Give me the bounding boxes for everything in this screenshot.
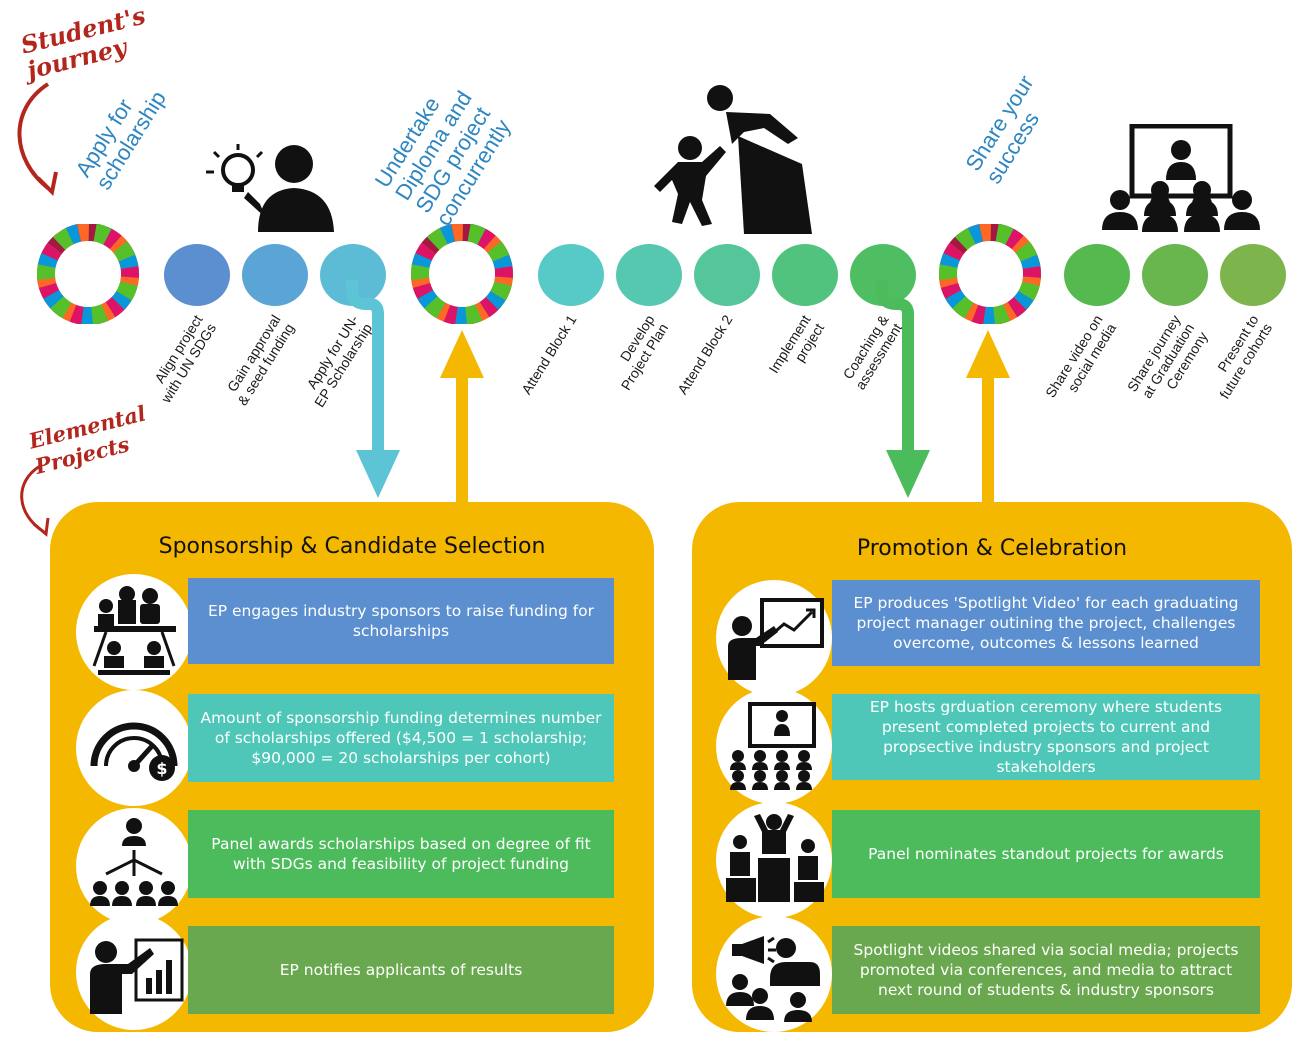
sdg-wheel-icon bbox=[411, 224, 513, 324]
step-dot bbox=[1064, 244, 1130, 306]
stage-title-share: Share your success bbox=[960, 70, 1045, 188]
arrow-up-yellow-icon bbox=[440, 330, 484, 502]
promotion-panel: Promotion & Celebration EP produces 'Spo… bbox=[692, 502, 1292, 1032]
curved-arrow-top-icon bbox=[17, 82, 58, 197]
step-dot bbox=[1220, 244, 1286, 306]
step-dot bbox=[242, 244, 308, 306]
audience-icon bbox=[716, 688, 832, 804]
step-dot bbox=[772, 244, 838, 306]
row-text: Panel nominates standout projects for aw… bbox=[868, 845, 1224, 863]
step-label: Attend Block 1 bbox=[518, 312, 580, 398]
meeting-icon bbox=[76, 574, 192, 690]
svg-text:$: $ bbox=[156, 759, 167, 778]
step-dot bbox=[538, 244, 604, 306]
idea-person-icon bbox=[206, 144, 334, 232]
sponsorship-panel: Sponsorship & Candidate Selection EP eng… bbox=[50, 502, 654, 1032]
row-box: Spotlight videos shared via social media… bbox=[832, 926, 1260, 1014]
arrow-down-green-icon bbox=[876, 280, 930, 498]
row-box: EP produces 'Spotlight Video' for each g… bbox=[832, 580, 1260, 666]
arrow-down-blue-icon bbox=[346, 280, 400, 498]
arrow-up-yellow-icon bbox=[966, 330, 1010, 502]
step-dot bbox=[694, 244, 760, 306]
row-text: Amount of sponsorship funding determines… bbox=[200, 709, 602, 767]
row-box: Panel awards scholarships based on degre… bbox=[188, 810, 614, 898]
sdg-wheel-icon bbox=[939, 224, 1041, 324]
podium-icon bbox=[716, 802, 832, 918]
row-box: Amount of sponsorship funding determines… bbox=[188, 694, 614, 782]
panel-title: Sponsorship & Candidate Selection bbox=[158, 534, 546, 559]
presenter-board-icon bbox=[716, 580, 832, 696]
sdg-wheel-icon bbox=[37, 224, 139, 324]
presentation-audience-icon bbox=[1102, 124, 1260, 232]
stage-title-undertake: Undertake Diploma and SDG project concur… bbox=[369, 86, 516, 230]
row-text: EP produces 'Spotlight Video' for each g… bbox=[853, 594, 1239, 652]
helping-climb-icon bbox=[654, 85, 812, 234]
step-dot bbox=[616, 244, 682, 306]
panel-title: Promotion & Celebration bbox=[856, 536, 1128, 561]
hierarchy-icon bbox=[76, 808, 192, 924]
row-box: EP engages industry sponsors to raise fu… bbox=[188, 578, 614, 664]
presenter-chart-icon bbox=[76, 914, 192, 1030]
megaphone-icon bbox=[716, 916, 832, 1032]
row-box: EP hosts grduation ceremony where studen… bbox=[832, 694, 1260, 780]
curved-arrow-bottom-icon bbox=[20, 464, 50, 537]
gauge-dollar-icon: $ bbox=[76, 690, 192, 806]
row-box: EP notifies applicants of results bbox=[188, 926, 614, 1014]
row-text: EP notifies applicants of results bbox=[279, 961, 523, 979]
step-dot bbox=[1142, 244, 1208, 306]
row-text: EP engages industry sponsors to raise fu… bbox=[207, 602, 595, 640]
row-text: Panel awards scholarships based on degre… bbox=[211, 835, 591, 873]
row-box: Panel nominates standout projects for aw… bbox=[832, 810, 1260, 898]
step-dot bbox=[164, 244, 230, 306]
row-text: Spotlight videos shared via social media… bbox=[853, 941, 1239, 999]
row-text: EP hosts grduation ceremony where studen… bbox=[869, 698, 1223, 776]
